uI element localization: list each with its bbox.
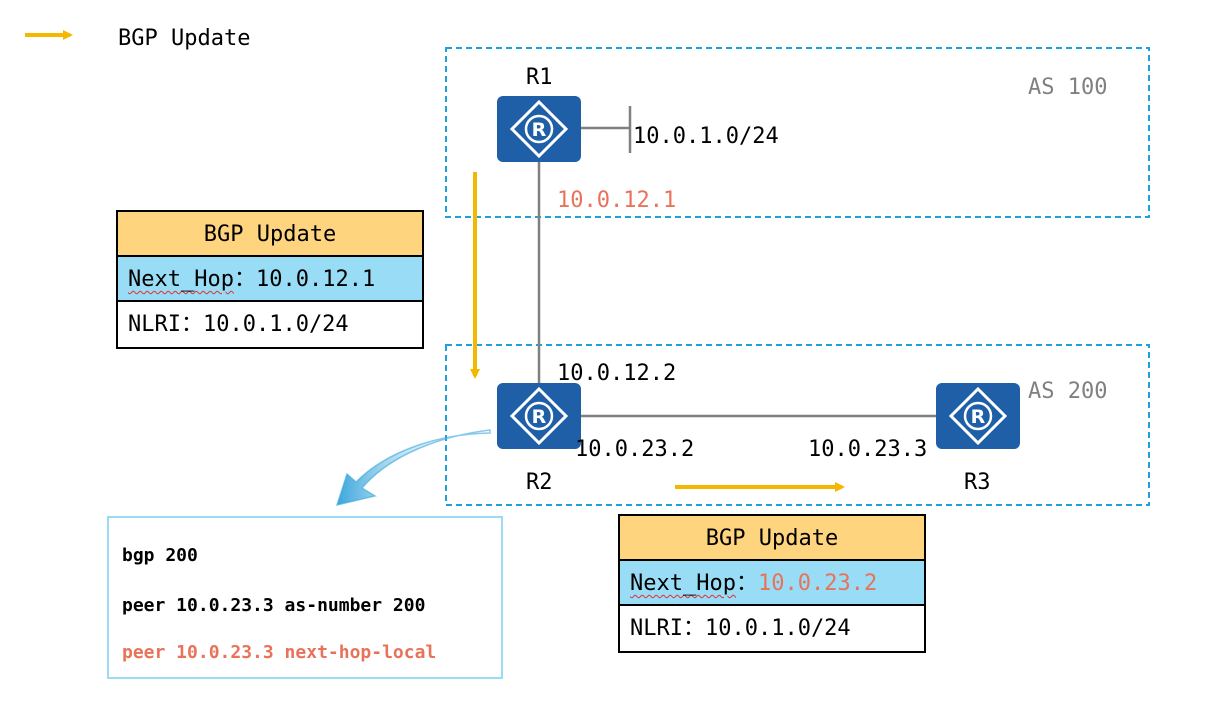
- update-box-1-next-hop: Next_Hop：10.0.12.1: [118, 257, 422, 302]
- r3-ip-label: 10.0.23.3: [808, 437, 927, 462]
- config-pointer-arrow: [335, 429, 491, 507]
- next-hop-sep: ：: [233, 267, 256, 292]
- config-line-1: bgp 200: [122, 545, 198, 566]
- update-box-1-nlri: NLRI：10.0.1.0/24: [128, 312, 349, 337]
- as200-label: AS 200: [1028, 379, 1107, 404]
- r1-ip-label: 10.0.12.1: [557, 188, 676, 213]
- router-r3-icon: [934, 381, 1022, 451]
- as200-area: [445, 344, 1150, 506]
- update-box-2-nlri: NLRI：10.0.1.0/24: [630, 616, 851, 641]
- config-box: bgp 200 peer 10.0.23.3 as-number 200 pee…: [107, 516, 503, 679]
- update-box-2-next-hop: Next_Hop：10.0.23.2: [620, 561, 924, 606]
- router-r2-icon: [495, 381, 583, 451]
- next-hop-value: 10.0.12.1: [255, 267, 376, 292]
- router-r1-label: R1: [526, 65, 553, 90]
- update-box-2-title: BGP Update: [620, 516, 924, 561]
- config-line-2: peer 10.0.23.3 as-number 200: [122, 595, 426, 616]
- network-label: 10.0.1.0/24: [633, 124, 779, 149]
- router-r3-label: R3: [964, 470, 991, 495]
- r2-ip-up-label: 10.0.12.2: [557, 361, 676, 386]
- router-r1-icon: [495, 94, 583, 164]
- r2-ip-right-label: 10.0.23.2: [575, 437, 694, 462]
- next-hop-key: Next_Hop: [128, 267, 234, 292]
- config-line-3: peer 10.0.23.3 next-hop-local: [122, 642, 437, 663]
- bgp-update-box-2: BGP Update Next_Hop：10.0.23.2 NLRI：10.0.…: [618, 514, 926, 653]
- as100-label: AS 100: [1028, 75, 1107, 100]
- as100-area: [445, 47, 1150, 218]
- next-hop-value: 10.0.23.2: [757, 571, 878, 596]
- bgp-update-box-1: BGP Update Next_Hop：10.0.12.1 NLRI：10.0.…: [116, 210, 424, 349]
- legend-label: BGP Update: [118, 26, 250, 51]
- next-hop-key: Next_Hop: [630, 571, 736, 596]
- update-box-1-title: BGP Update: [118, 212, 422, 257]
- next-hop-sep: ：: [735, 571, 758, 596]
- router-r2-label: R2: [526, 470, 553, 495]
